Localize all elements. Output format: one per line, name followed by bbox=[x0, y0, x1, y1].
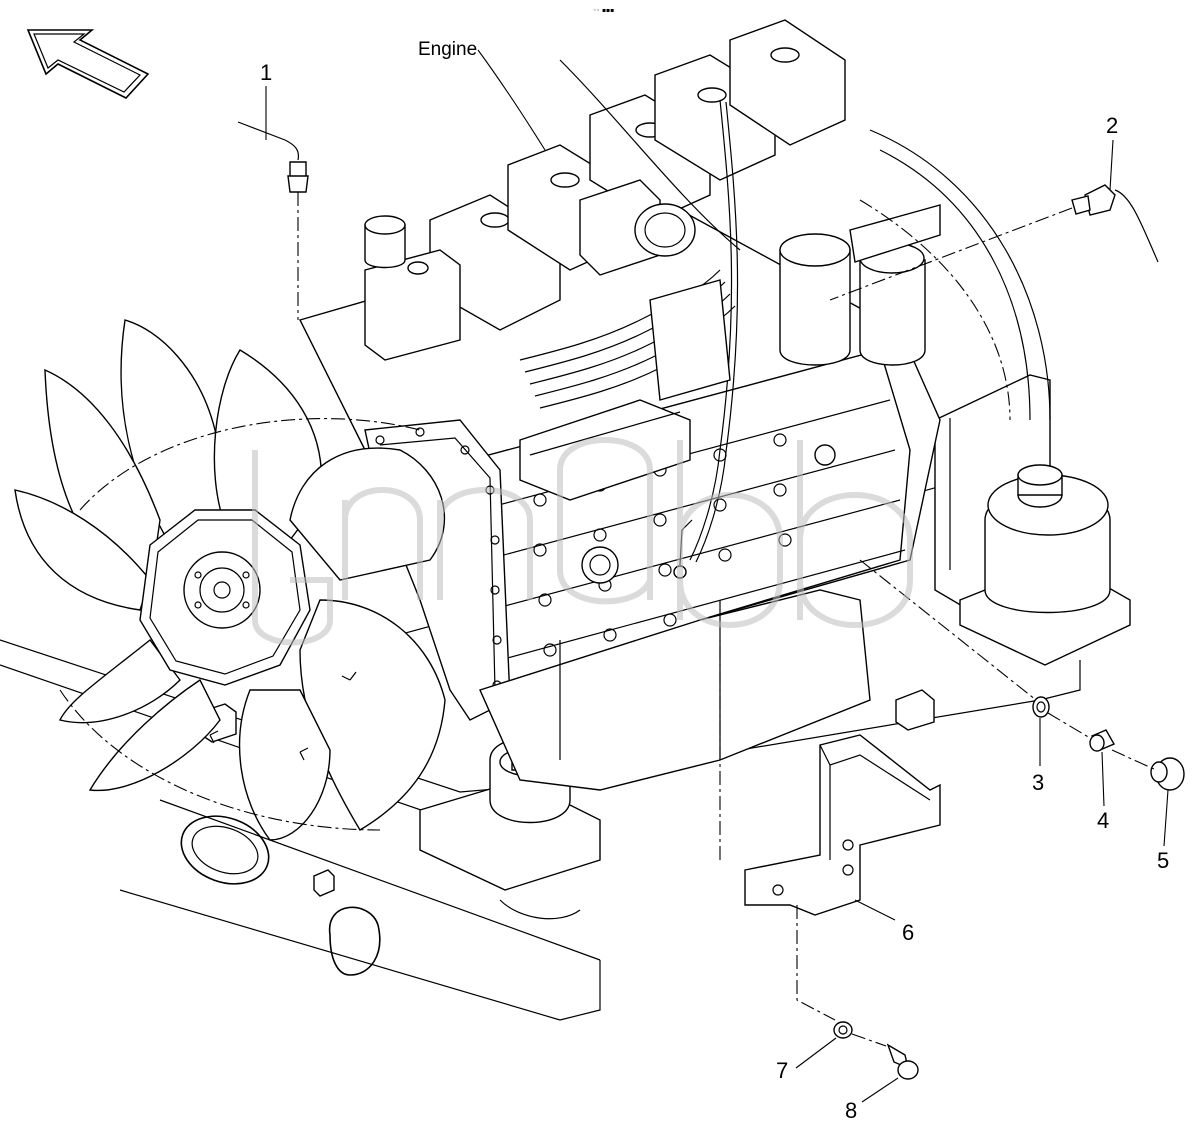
starter-solenoid bbox=[364, 215, 461, 361]
callout-4: 4 bbox=[1097, 808, 1109, 833]
callout-6: 6 bbox=[902, 920, 914, 945]
injection-pump bbox=[519, 279, 731, 501]
engine-label: Engine bbox=[418, 39, 477, 60]
part-4-adapter bbox=[1089, 729, 1115, 752]
part-6-bracket bbox=[719, 640, 941, 1021]
hardware-centerline bbox=[859, 559, 1157, 771]
part-7-washer bbox=[833, 1021, 853, 1039]
right-engine-mount bbox=[934, 374, 1131, 666]
header-mark: ◦◦ ▪▪▪ bbox=[593, 7, 614, 14]
cooling-fan bbox=[14, 319, 446, 841]
part-2-pressure-sender bbox=[829, 184, 1159, 301]
callout-8: 8 bbox=[845, 1098, 857, 1123]
fuel-filters bbox=[779, 204, 941, 366]
callout-3: 3 bbox=[1032, 770, 1044, 795]
bolt-centerline bbox=[851, 1033, 887, 1047]
callout-7: 7 bbox=[776, 1058, 788, 1083]
front-direction-arrow-icon bbox=[26, 29, 150, 99]
callout-1: 1 bbox=[260, 60, 272, 85]
callout-leaders bbox=[265, 49, 1169, 1103]
callout-5: 5 bbox=[1157, 848, 1169, 873]
callout-2: 2 bbox=[1106, 113, 1118, 138]
part-3-washer bbox=[1032, 696, 1050, 718]
intake-housing bbox=[579, 179, 696, 276]
part-1-temperature-sensor bbox=[237, 121, 309, 320]
part-5-cap bbox=[1150, 757, 1185, 791]
watermark bbox=[252, 437, 913, 646]
part-8-bolt bbox=[886, 1043, 919, 1080]
